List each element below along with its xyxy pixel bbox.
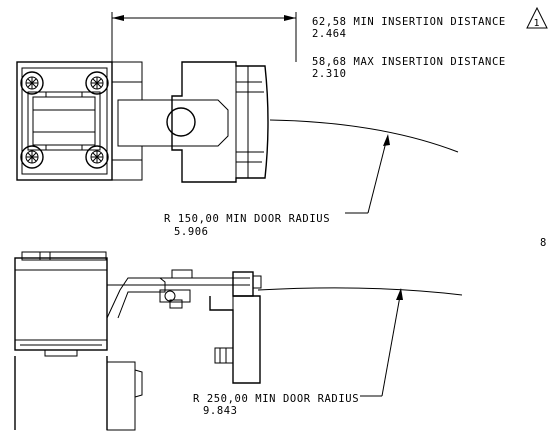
radius-250-leader — [360, 288, 403, 397]
screw-icon — [20, 145, 44, 169]
insertion-max-inch: 2.310 — [312, 68, 347, 80]
side-view — [14, 251, 463, 431]
radius-250-inch: 9.843 — [203, 405, 238, 417]
radius-150-leader — [345, 134, 390, 214]
screw-icon — [20, 71, 44, 95]
revision-triangle-icon: 1 — [526, 6, 548, 29]
radius-150-label: R 150,00 MIN DOOR RADIUS — [164, 213, 330, 225]
screw-icon — [85, 145, 109, 169]
insertion-min-inch: 2.464 — [312, 28, 347, 40]
screw-icon — [85, 71, 109, 95]
top-view — [16, 61, 459, 183]
radius-150-inch: 5.906 — [174, 226, 209, 238]
insertion-distance-dimension — [111, 12, 297, 62]
svg-text:1: 1 — [534, 18, 540, 29]
radius-250-label: R 250,00 MIN DOOR RADIUS — [193, 393, 359, 405]
sheet-zone-number: 8 — [540, 237, 547, 249]
insertion-min-label: 62,58 MIN INSERTION DISTANCE — [312, 16, 506, 28]
insertion-max-label: 58,68 MAX INSERTION DISTANCE — [312, 56, 506, 68]
